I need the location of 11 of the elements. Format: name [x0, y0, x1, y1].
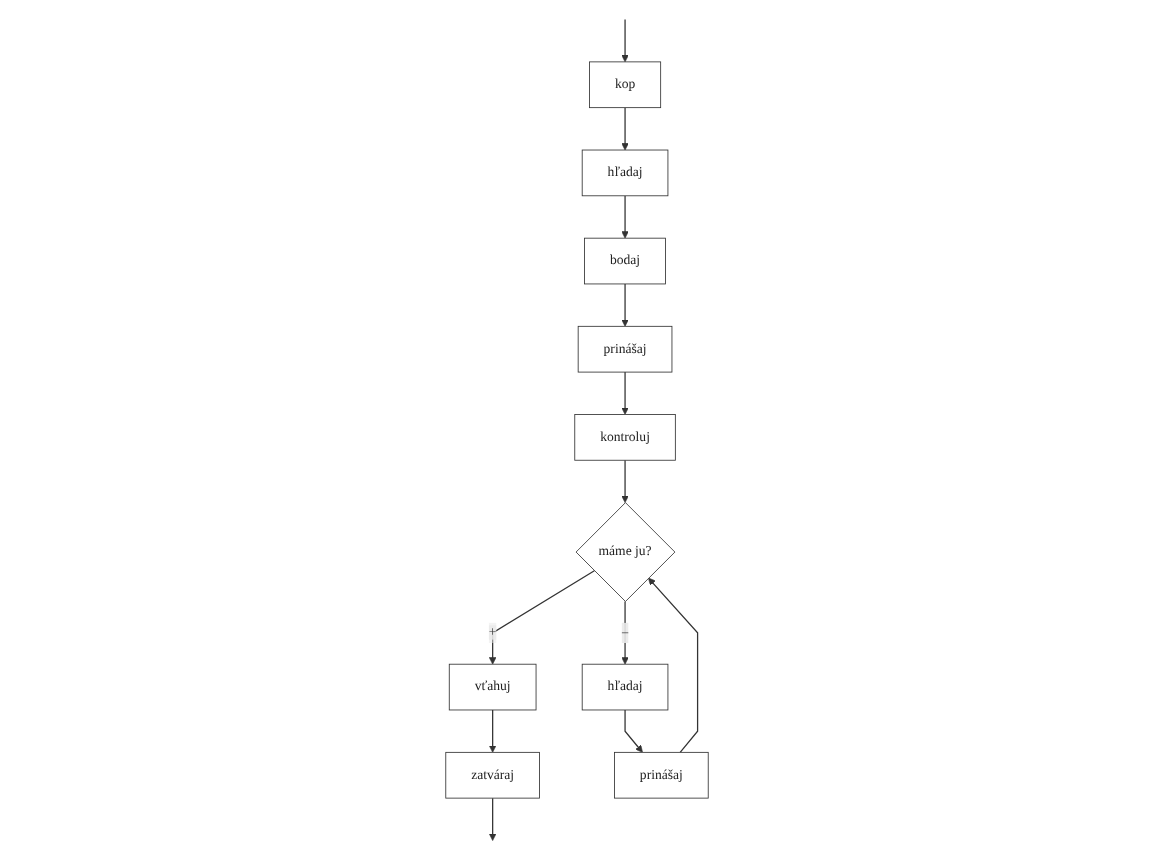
arrow	[621, 600, 629, 665]
arrow	[624, 709, 643, 753]
arrow	[648, 577, 699, 753]
arrow	[488, 709, 497, 753]
arrow	[621, 18, 629, 63]
arrow	[621, 195, 629, 239]
arrow	[488, 797, 497, 841]
arrow	[621, 371, 629, 415]
arrow	[621, 283, 629, 327]
arrow	[621, 107, 629, 151]
arrow	[621, 459, 629, 503]
